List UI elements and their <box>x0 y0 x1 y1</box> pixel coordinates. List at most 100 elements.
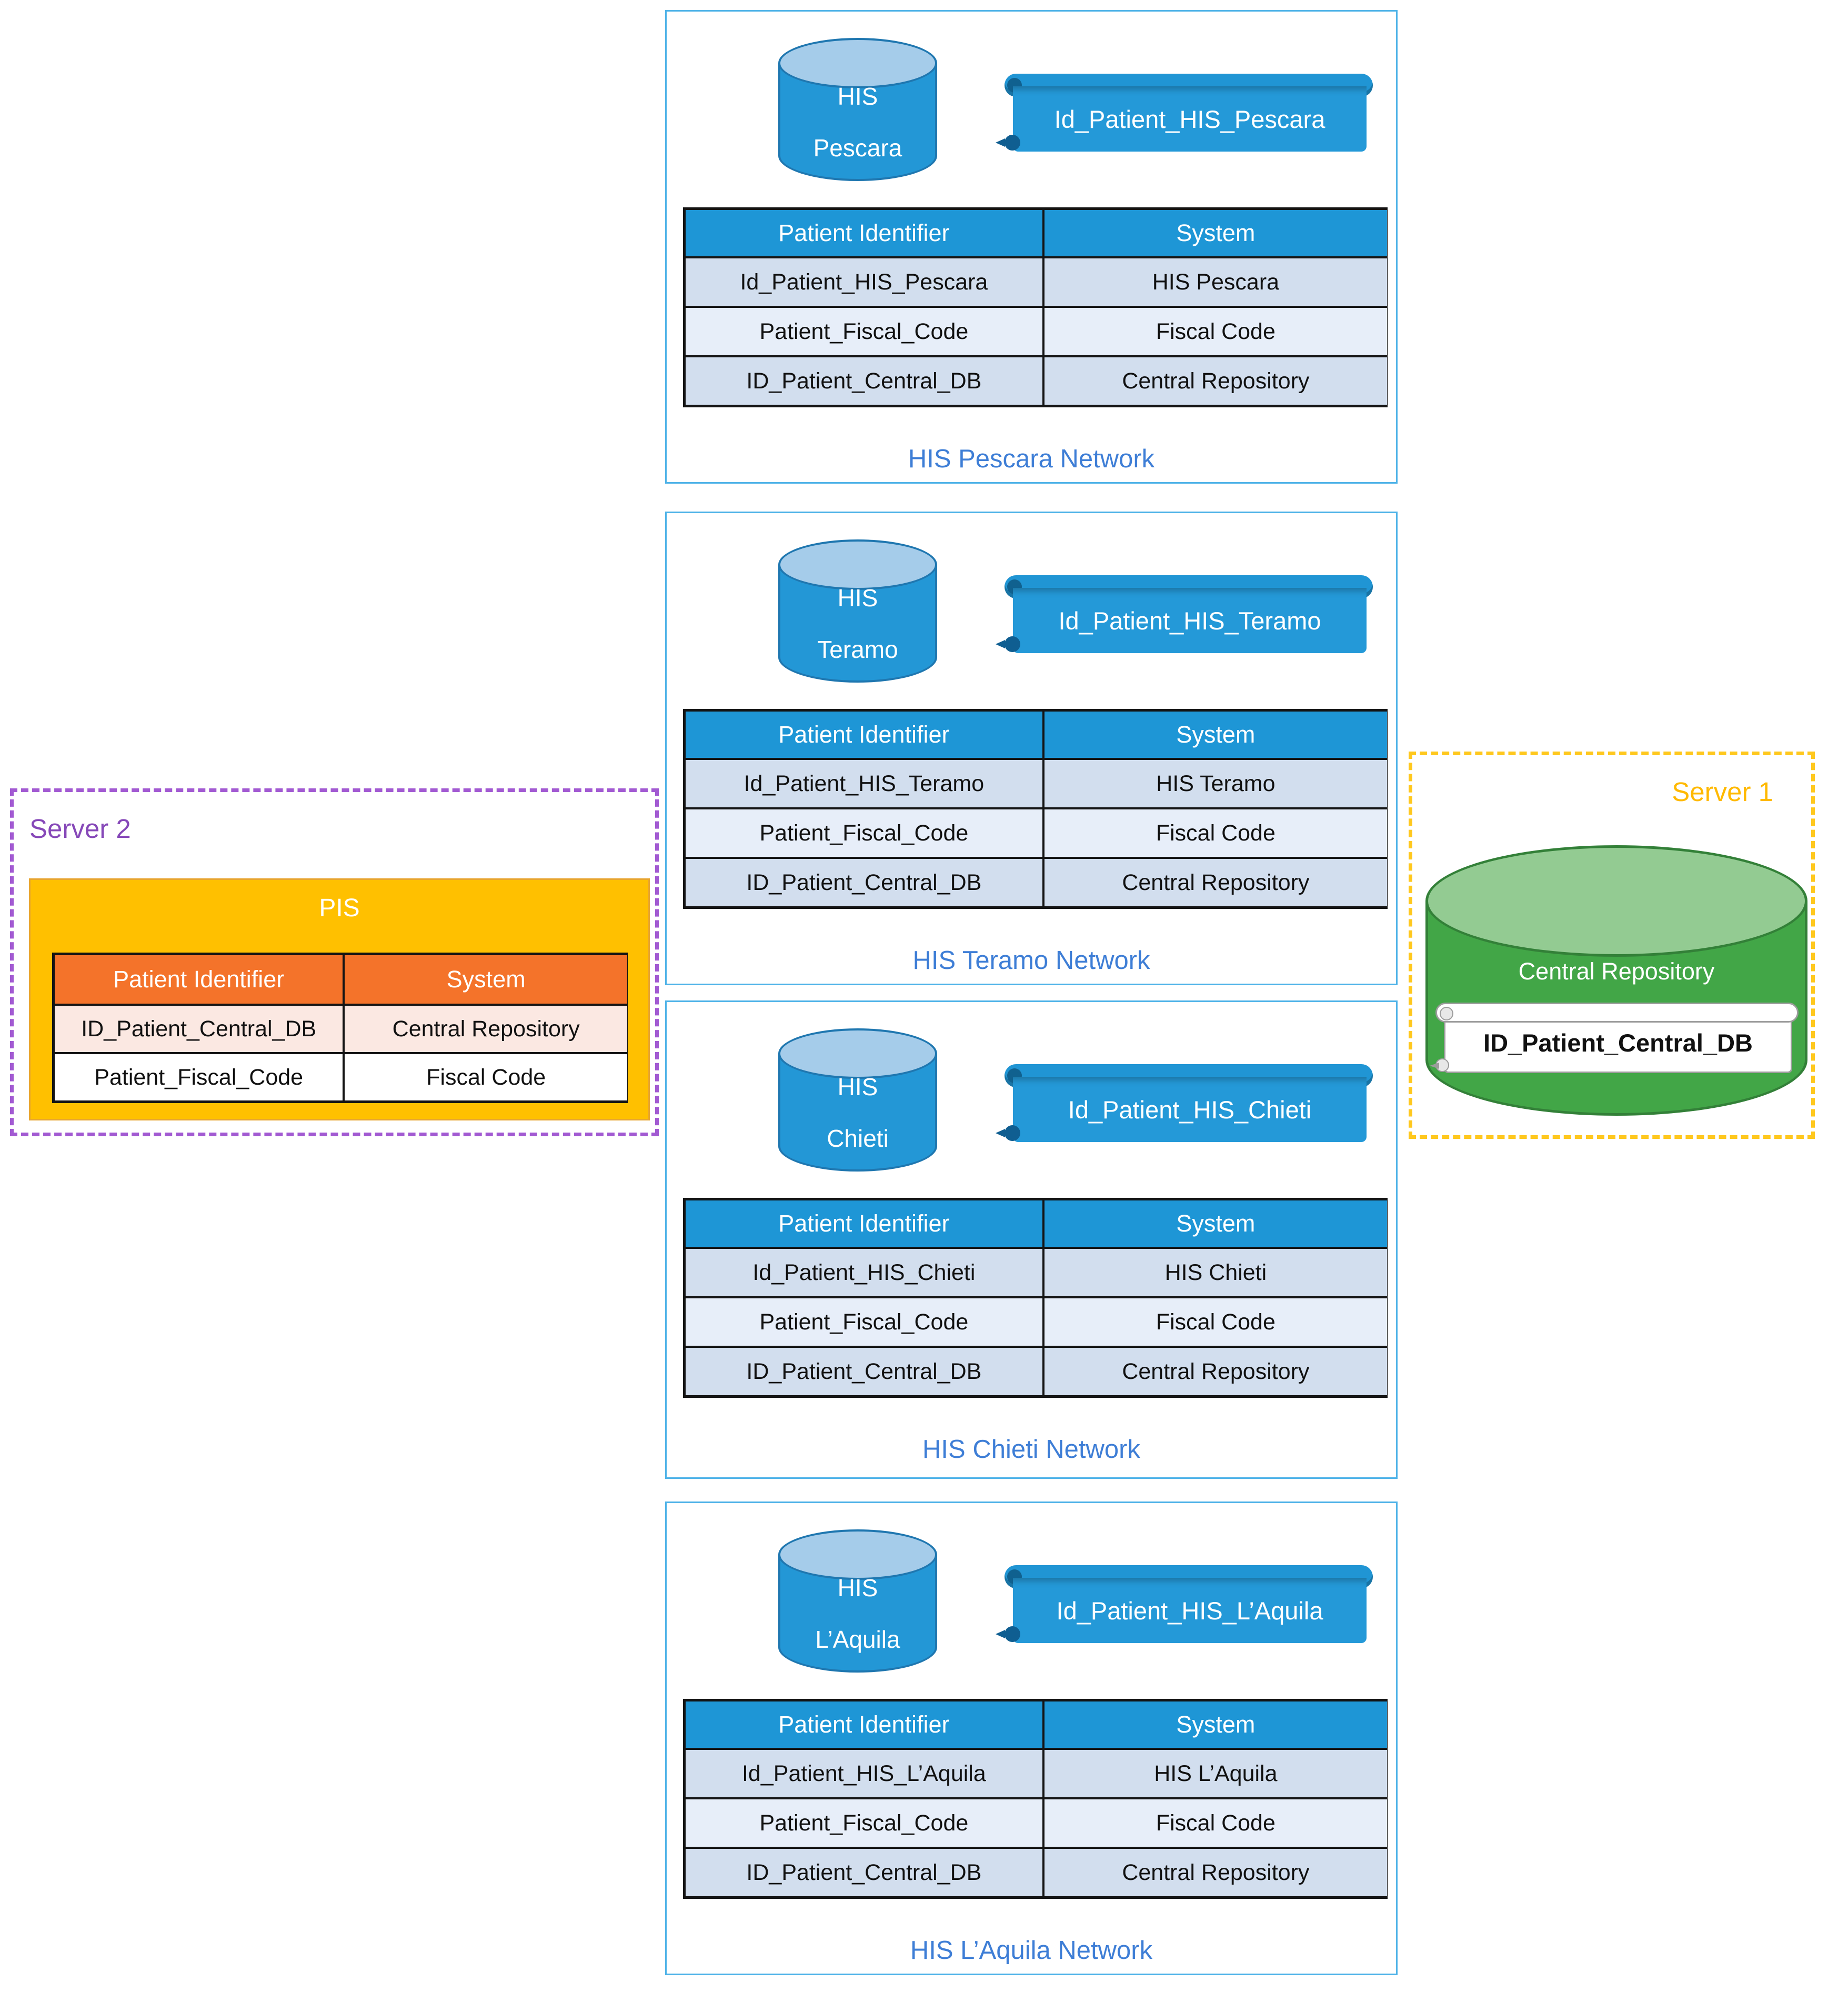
table-cell: Fiscal Code <box>1044 1298 1387 1346</box>
scroll-bottom-curl-icon <box>996 636 1020 652</box>
cylinder-top <box>778 38 937 88</box>
cylinder-label-line1: HIS <box>837 584 878 612</box>
id-patient-his-chieti-tag: Id_Patient_HIS_Chieti <box>996 1064 1373 1142</box>
table-cell: ID_Patient_Central_DB <box>55 1006 343 1052</box>
his-chieti-cylinder-label: HIS Chieti <box>778 1054 937 1172</box>
table-cell: Fiscal Code <box>345 1054 627 1100</box>
tag-label: Id_Patient_HIS_L’Aquila <box>1056 1596 1323 1625</box>
table-header-cell: Patient Identifier <box>686 1200 1042 1247</box>
table-cell: Id_Patient_HIS_Chieti <box>686 1249 1042 1296</box>
cylinder-top <box>778 1028 937 1079</box>
cylinder-label-line2: Chieti <box>827 1125 889 1152</box>
scroll-bottom-curl-icon <box>996 1125 1020 1141</box>
his-teramo-network-caption: HIS Teramo Network <box>912 946 1150 975</box>
table-cell: Patient_Fiscal_Code <box>55 1054 343 1100</box>
cylinder-top <box>1425 845 1807 957</box>
scroll-bottom-curl-icon <box>1430 1058 1449 1072</box>
cylinder-label-line1: HIS <box>837 1574 878 1601</box>
his-teramo-mapping-table: Patient Identifier System Id_Patient_HIS… <box>683 709 1388 909</box>
scroll-bottom-curl-icon <box>996 135 1020 151</box>
cylinder-label-line2: Pescara <box>813 134 902 162</box>
pis-title: PIS <box>319 894 360 922</box>
id-patient-his-teramo-tag: Id_Patient_HIS_Teramo <box>996 575 1373 653</box>
table-header-cell: Patient Identifier <box>55 955 343 1004</box>
table-cell: Fiscal Code <box>1044 1799 1387 1847</box>
id-patient-his-pescara-tag: Id_Patient_HIS_Pescara <box>996 74 1373 152</box>
his-teramo-network-box: HIS Teramo Id_Patient_HIS_Teramo Patient… <box>665 512 1398 985</box>
table-cell: HIS Chieti <box>1044 1249 1387 1296</box>
table-cell: Id_Patient_HIS_Pescara <box>686 258 1042 306</box>
table-header-cell: Patient Identifier <box>686 712 1042 758</box>
table-cell: HIS Teramo <box>1044 760 1387 807</box>
table-cell: ID_Patient_Central_DB <box>686 859 1042 906</box>
scroll-body <box>1013 588 1367 653</box>
table-cell: Patient_Fiscal_Code <box>686 308 1042 355</box>
his-chieti-network-box: HIS Chieti Id_Patient_HIS_Chieti Patient… <box>665 1000 1398 1479</box>
table-cell: Central Repository <box>1044 859 1387 906</box>
his-chieti-network-caption: HIS Chieti Network <box>922 1435 1140 1464</box>
his-laquila-cylinder-label: HIS L’Aquila <box>778 1555 937 1673</box>
central-repository-label: Central Repository <box>1518 958 1715 985</box>
table-header-cell: System <box>345 955 627 1004</box>
cylinder-label-line2: Teramo <box>817 636 898 663</box>
table-cell: Fiscal Code <box>1044 809 1387 857</box>
his-pescara-cylinder-label: HIS Pescara <box>778 63 937 181</box>
scroll-body <box>1013 86 1367 152</box>
server2-label: Server 2 <box>29 814 131 844</box>
table-cell: Central Repository <box>1044 357 1387 405</box>
cylinder-top <box>778 1529 937 1580</box>
tag-label: Id_Patient_HIS_Pescara <box>1054 105 1325 133</box>
his-pescara-network-box: HIS Pescara Id_Patient_HIS_Pescara Patie… <box>665 10 1398 484</box>
table-cell: HIS Pescara <box>1044 258 1387 306</box>
his-laquila-network-box: HIS L’Aquila Id_Patient_HIS_L’Aquila Pat… <box>665 1501 1398 1975</box>
scroll-body <box>1013 1578 1367 1643</box>
tag-label: Id_Patient_HIS_Teramo <box>1058 606 1321 635</box>
table-cell: Central Repository <box>1044 1348 1387 1395</box>
tag-label: ID_Patient_Central_DB <box>1483 1029 1753 1057</box>
server2-box: Server 2 PIS Patient Identifier System I… <box>10 788 659 1136</box>
his-teramo-cylinder-label: HIS Teramo <box>778 565 937 683</box>
cylinder-label-line1: HIS <box>837 83 878 110</box>
table-header-cell: Patient Identifier <box>686 210 1042 256</box>
his-chieti-database-cylinder-icon: HIS Chieti <box>778 1028 937 1172</box>
table-cell: Id_Patient_HIS_L’Aquila <box>686 1750 1042 1797</box>
table-cell: ID_Patient_Central_DB <box>686 357 1042 405</box>
central-repository-database-cylinder-icon: Central Repository ID_Patient_Central_DB <box>1425 845 1807 1116</box>
scroll-body <box>1013 1077 1367 1142</box>
scroll-top-roll-icon <box>1435 1003 1799 1023</box>
his-pescara-database-cylinder-icon: HIS Pescara <box>778 38 937 181</box>
server1-label: Server 1 <box>1672 777 1773 807</box>
table-cell: Fiscal Code <box>1044 308 1387 355</box>
server1-box: Server 1 Central Repository ID_Patient_C… <box>1409 752 1815 1139</box>
his-pescara-mapping-table: Patient Identifier System Id_Patient_HIS… <box>683 207 1388 407</box>
table-header-cell: System <box>1044 210 1387 256</box>
scroll-bottom-curl-icon <box>996 1626 1020 1642</box>
table-header-cell: System <box>1044 1200 1387 1247</box>
cylinder-label-line1: HIS <box>837 1073 878 1100</box>
his-laquila-network-caption: HIS L’Aquila Network <box>910 1936 1153 1965</box>
his-chieti-mapping-table: Patient Identifier System Id_Patient_HIS… <box>683 1198 1388 1398</box>
table-cell: Patient_Fiscal_Code <box>686 809 1042 857</box>
table-cell: ID_Patient_Central_DB <box>686 1348 1042 1395</box>
table-cell: Id_Patient_HIS_Teramo <box>686 760 1042 807</box>
table-header-cell: Patient Identifier <box>686 1701 1042 1748</box>
table-header-cell: System <box>1044 712 1387 758</box>
cylinder-top <box>778 539 937 590</box>
table-header-cell: System <box>1044 1701 1387 1748</box>
table-cell: Central Repository <box>1044 1849 1387 1896</box>
id-patient-central-db-tag: ID_Patient_Central_DB <box>1430 1003 1799 1073</box>
tag-label: Id_Patient_HIS_Chieti <box>1068 1095 1312 1124</box>
table-cell: ID_Patient_Central_DB <box>686 1849 1042 1896</box>
pis-mapping-table: Patient Identifier System ID_Patient_Cen… <box>52 953 628 1103</box>
his-teramo-database-cylinder-icon: HIS Teramo <box>778 539 937 683</box>
his-pescara-network-caption: HIS Pescara Network <box>908 445 1155 473</box>
table-cell: Central Repository <box>345 1006 627 1052</box>
id-patient-his-laquila-tag: Id_Patient_HIS_L’Aquila <box>996 1565 1373 1643</box>
cylinder-label-line2: L’Aquila <box>815 1626 900 1653</box>
his-laquila-database-cylinder-icon: HIS L’Aquila <box>778 1529 937 1673</box>
pis-container: PIS Patient Identifier System ID_Patient… <box>29 878 650 1120</box>
table-cell: Patient_Fiscal_Code <box>686 1298 1042 1346</box>
table-cell: Patient_Fiscal_Code <box>686 1799 1042 1847</box>
his-laquila-mapping-table: Patient Identifier System Id_Patient_HIS… <box>683 1699 1388 1899</box>
table-cell: HIS L’Aquila <box>1044 1750 1387 1797</box>
